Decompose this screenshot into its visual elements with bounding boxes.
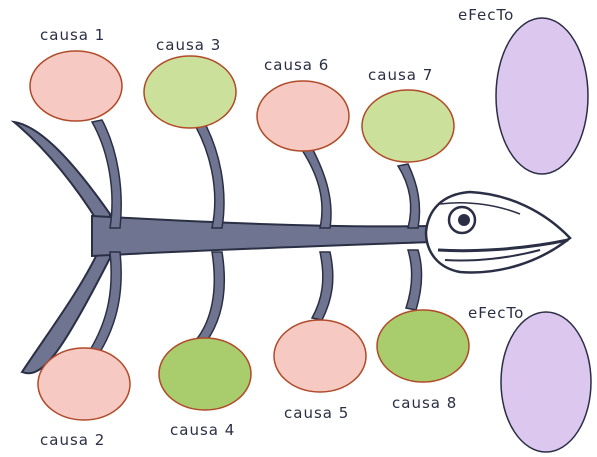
cause-3-label: causa 3	[156, 36, 221, 54]
cause-4-shape	[158, 337, 252, 411]
effect-2-shape	[500, 311, 592, 453]
cause-8-label: causa 8	[392, 394, 457, 412]
cause-3-shape	[143, 55, 237, 129]
rib-lower-4	[405, 249, 423, 311]
cause-8-shape	[376, 309, 470, 383]
cause-6-label: causa 6	[264, 56, 329, 74]
rib-upper-1	[90, 119, 122, 229]
cause-4-label: causa 4	[170, 421, 235, 439]
cause-7-shape	[361, 89, 455, 163]
cause-5-shape	[273, 319, 367, 393]
effect-2-label: eFecTo	[468, 304, 524, 322]
rib-upper-4	[396, 163, 421, 229]
rib-lower-2	[194, 251, 225, 343]
effect-1-shape	[495, 17, 589, 175]
fish-head	[424, 190, 572, 274]
rib-lower-3	[310, 251, 334, 321]
cause-2-shape	[37, 347, 131, 421]
cause-1-label: causa 1	[40, 26, 105, 44]
cause-7-label: causa 7	[368, 66, 433, 84]
rib-upper-3	[300, 147, 332, 229]
cause-2-label: causa 2	[40, 431, 105, 449]
cause-5-label: causa 5	[284, 404, 349, 422]
rib-upper-2	[190, 117, 225, 229]
fish-spine	[91, 214, 433, 258]
fish-pupil	[458, 214, 470, 226]
cause-1-shape	[29, 50, 123, 122]
fish-tail	[10, 120, 111, 375]
effect-1-label: eFecTo	[458, 6, 514, 24]
cause-6-shape	[256, 80, 350, 152]
